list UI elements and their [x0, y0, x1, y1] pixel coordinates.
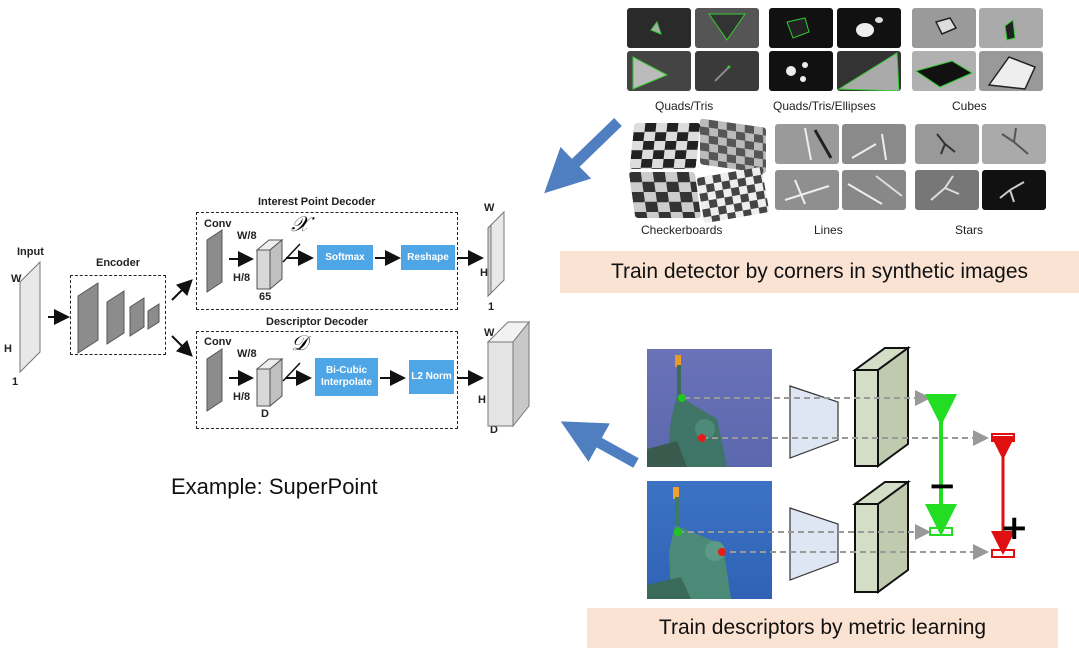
keypoint-red-2 [718, 548, 726, 556]
encoder-trapezoid-2 [789, 507, 839, 581]
statue-photo-2 [647, 481, 772, 599]
input-w-label: W [11, 273, 22, 285]
metric-shapes [674, 346, 1015, 594]
ip-w8-label: W/8 [237, 230, 257, 242]
desc-w8-label: W/8 [237, 348, 257, 360]
caption-checkerboards: Checkerboards [641, 223, 723, 237]
encoder-box [70, 275, 166, 355]
encoder-layer-4 [147, 303, 160, 330]
tile-quads-3 [627, 51, 691, 91]
encoder-label: Encoder [96, 257, 141, 269]
tile-stars-4 [982, 170, 1046, 210]
tile-cubes-2 [979, 8, 1043, 48]
encoder-trapezoid-1 [789, 385, 839, 459]
keypoint-red-1 [698, 434, 706, 442]
descriptor-red-bottom [991, 549, 1015, 558]
tile-stars-2 [982, 124, 1046, 164]
tile-quads-1 [627, 8, 691, 48]
example-caption: Example: SuperPoint [171, 474, 378, 499]
tile-lines-2 [842, 124, 906, 164]
desc-channels-label: D [261, 408, 269, 420]
caption-cubes: Cubes [952, 99, 987, 113]
ip-channels-label: 65 [259, 291, 272, 303]
desc-conv-label: Conv [204, 336, 232, 348]
bicubic-block: Bi-Cubic Interpolate [315, 358, 378, 396]
desc-conv-slab [206, 348, 223, 412]
desc-h8-label: H/8 [233, 391, 251, 403]
l2norm-block: L2 Norm [409, 360, 454, 394]
descriptor-volume-1 [854, 369, 879, 467]
encoder-layer-1 [77, 282, 99, 354]
descriptor-banner: Train descriptors by metric learning [587, 608, 1058, 648]
caption-lines: Lines [814, 223, 843, 237]
descriptor-red-top [991, 433, 1015, 442]
desc-tensor-cube-front [256, 368, 271, 407]
desc-out-c-label: D [490, 424, 498, 436]
ip-conv-label: Conv [204, 218, 232, 230]
reshape-block: Reshape [401, 245, 455, 270]
tile-lines-4 [842, 170, 906, 210]
tile-ellipses-3 [769, 51, 833, 91]
ip-tensor-cube-front [256, 249, 271, 290]
descriptor-green-bottom [929, 527, 953, 536]
desc-symbol: 𝒟 [291, 331, 308, 355]
caption-quads-tris-ellipses: Quads/Tris/Ellipses [773, 99, 876, 113]
input-label: Input [17, 246, 44, 258]
ip-out-h-label: H [480, 267, 488, 279]
ip-decoder-box [196, 212, 458, 310]
tile-cubes-3 [912, 51, 976, 91]
ip-h8-label: H/8 [233, 272, 251, 284]
ip-out-w-label: W [484, 202, 495, 214]
tile-stars-3 [915, 170, 979, 210]
ip-decoder-title: Interest Point Decoder [258, 196, 376, 208]
detector-banner: Train detector by corners in synthetic i… [560, 251, 1079, 293]
tile-checker-2 [700, 118, 766, 174]
ip-symbol: 𝒳 [291, 212, 310, 236]
minus-sign: − [928, 466, 957, 506]
encoder-layer-2 [106, 290, 125, 345]
desc-out-w-label: W [484, 327, 495, 339]
superpoint-shapes [19, 210, 531, 428]
input-slab [19, 260, 41, 374]
encoder-layer-3 [129, 297, 145, 337]
plus-sign: + [1000, 508, 1029, 548]
tile-checker-3 [628, 172, 702, 218]
tile-cubes-4 [979, 51, 1043, 91]
input-h-label: H [4, 343, 12, 355]
tile-quads-2 [695, 8, 759, 48]
tile-cubes-1 [912, 8, 976, 48]
caption-quads-tris: Quads/Tris [655, 99, 714, 113]
descriptor-volume-2 [854, 503, 879, 593]
caption-stars: Stars [955, 223, 984, 237]
tile-lines-3 [775, 170, 839, 210]
tile-lines-1 [775, 124, 839, 164]
desc-output-cube [487, 341, 514, 427]
arrow-to-detector [544, 118, 622, 194]
keypoint-green-1 [678, 394, 686, 402]
arrow-to-descriptor [560, 421, 639, 468]
input-c-label: 1 [12, 376, 19, 388]
tile-stars-1 [915, 124, 979, 164]
ip-conv-slab [206, 229, 223, 293]
tile-ellipses-1 [769, 8, 833, 48]
tile-ellipses-2 [837, 8, 901, 48]
tile-ellipses-4 [837, 51, 901, 91]
ip-out-c-label: 1 [488, 301, 495, 313]
tile-quads-4 [695, 51, 759, 91]
desc-decoder-title: Descriptor Decoder [266, 316, 369, 328]
softmax-block: Softmax [317, 245, 373, 270]
statue-photo-1 [647, 349, 772, 467]
tile-checker-1 [629, 123, 701, 169]
descriptor-green-top [929, 394, 953, 403]
desc-decoder-box [196, 331, 458, 429]
keypoint-green-2 [674, 528, 682, 536]
desc-out-h-label: H [478, 394, 486, 406]
